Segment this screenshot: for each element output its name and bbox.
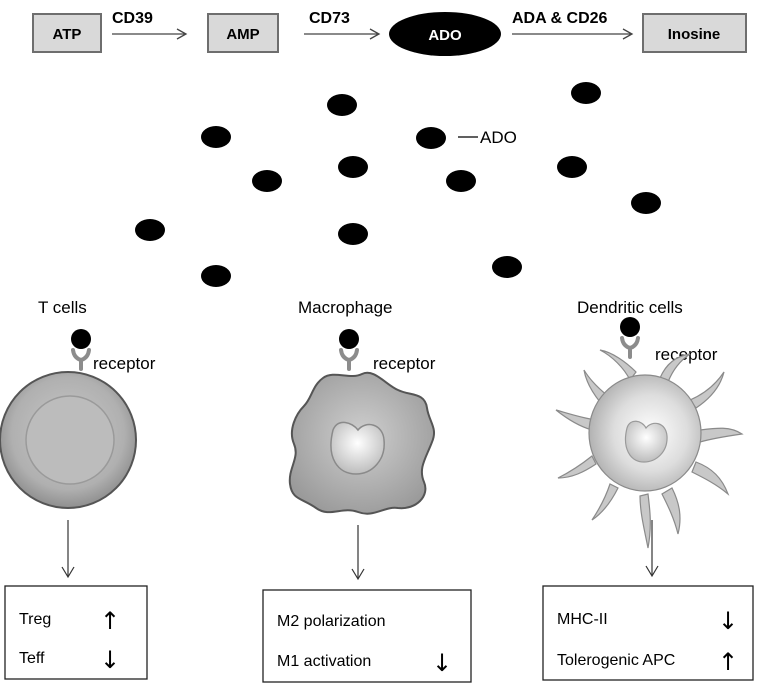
macrophage-nucleus xyxy=(330,421,385,475)
ado-molecule-label: ADO xyxy=(480,128,517,147)
up-arrow-icon: ↑ xyxy=(718,648,738,676)
macrophage-column: Macrophage receptor M2 polarization M1 a… xyxy=(262,298,472,683)
arrow-atp-amp-head xyxy=(176,28,188,40)
macrophage-down-arrow-head xyxy=(351,568,365,581)
dendritic-outcome-box xyxy=(542,585,754,681)
ado-node-label: ADO xyxy=(428,27,462,44)
t-cell-column: T cells receptor Treg ↑ Teff ↓ xyxy=(0,298,156,680)
ado-molecule xyxy=(201,126,231,148)
atp-box xyxy=(32,13,102,53)
outcome-label: Tolerogenic APC xyxy=(557,652,675,669)
ado-molecule xyxy=(201,265,231,287)
dendritic-down-arrow-head xyxy=(645,565,659,578)
dendritic-cell-nucleus xyxy=(624,420,668,463)
ado-bound xyxy=(339,329,359,349)
ado-molecule xyxy=(252,170,282,192)
down-arrow-icon: ↓ xyxy=(100,646,120,674)
atp-label: ATP xyxy=(53,26,82,43)
ado-molecule xyxy=(338,223,368,245)
cd73-label: CD73 xyxy=(309,10,350,27)
receptor-icon xyxy=(71,348,91,371)
outcome-label: M2 polarization xyxy=(277,613,386,630)
down-arrow-icon: ↓ xyxy=(718,607,738,635)
t-cell-down-arrow-head xyxy=(61,566,75,579)
receptor-icon xyxy=(339,348,359,371)
down-arrow-icon: ↓ xyxy=(432,649,452,677)
macrophage-title: Macrophage xyxy=(298,298,393,317)
ado-bound xyxy=(620,317,640,337)
t-cell-title: T cells xyxy=(38,298,87,317)
ado-node xyxy=(389,12,501,56)
outcome-label: MHC-II xyxy=(557,611,608,628)
cd39-label: CD39 xyxy=(112,10,153,27)
ado-molecule xyxy=(416,127,446,149)
ado-molecules xyxy=(135,82,661,287)
t-cell-outcome-box xyxy=(4,585,148,680)
ado-molecule xyxy=(327,94,357,116)
amp-box xyxy=(207,13,279,53)
ado-bound xyxy=(71,329,91,349)
dendritic-cell-title: Dendritic cells xyxy=(577,298,683,317)
amp-label: AMP xyxy=(226,26,259,43)
ado-molecule xyxy=(492,256,522,278)
inosine-label: Inosine xyxy=(668,26,721,43)
ado-molecule xyxy=(571,82,601,104)
ado-molecule xyxy=(557,156,587,178)
ado-molecule xyxy=(338,156,368,178)
inosine-box xyxy=(642,13,747,53)
ado-molecule xyxy=(135,219,165,241)
dendritic-cell-column: Dendritic cells receptor MHC-II ↓ Tolero… xyxy=(542,298,754,681)
outcome-label: M1 activation xyxy=(277,653,371,670)
t-cell-receptor-label: receptor xyxy=(93,354,156,373)
outcome-label: Teff xyxy=(19,650,45,667)
outcome-label: Treg xyxy=(19,611,51,628)
receptor-icon xyxy=(620,336,640,359)
t-cell-nucleus xyxy=(25,395,115,485)
arrow-amp-ado-head xyxy=(369,28,381,40)
ado-molecule xyxy=(446,170,476,192)
arrow-ado-inosine-head xyxy=(622,28,634,40)
ada-cd26-label: ADA & CD26 xyxy=(512,10,608,27)
macrophage-outcome-box xyxy=(262,589,472,683)
pathway-row: ATP CD39 AMP CD73 ADO ADA & CD26 Inosine xyxy=(32,10,747,56)
ado-molecule xyxy=(631,192,661,214)
up-arrow-icon: ↑ xyxy=(100,607,120,635)
macrophage-receptor-label: receptor xyxy=(373,354,436,373)
